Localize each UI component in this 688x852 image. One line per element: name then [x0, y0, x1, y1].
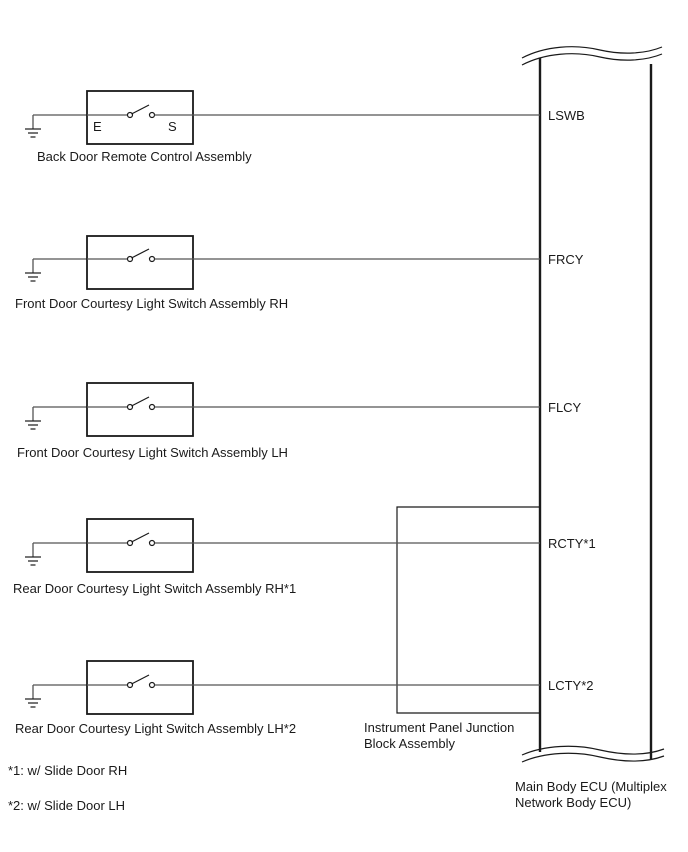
ecu-terminal-label: FLCY: [548, 400, 582, 415]
junction-block-label-line2: Block Assembly: [364, 736, 456, 751]
switch-box-1: [86, 235, 194, 290]
junction-block-label-line1: Instrument Panel Junction: [364, 720, 514, 735]
switch-blade-icon: [131, 396, 150, 407]
ecu-terminal-label: RCTY*1: [548, 536, 596, 551]
component-label: Rear Door Courtesy Light Switch Assembly…: [15, 721, 296, 736]
ecu-break-bottom-upper: [521, 745, 665, 756]
ecu-terminal-label: FRCY: [548, 252, 584, 267]
switch-contact-icon: [126, 403, 134, 411]
switch-contact-icon: [126, 255, 134, 263]
ecu-label-line1: Main Body ECU (Multiplex: [515, 779, 667, 794]
switch-box-2: [86, 382, 194, 437]
switch-box-4: [86, 660, 194, 715]
component-label: Front Door Courtesy Light Switch Assembl…: [15, 296, 288, 311]
component-label: Back Door Remote Control Assembly: [37, 149, 252, 164]
switch-contact-icon: [126, 681, 134, 689]
switch-contact-icon: [148, 255, 156, 263]
switch-blade-icon: [131, 532, 150, 543]
switch-box-0: [86, 90, 194, 145]
component-label: Front Door Courtesy Light Switch Assembl…: [17, 445, 288, 460]
switch-blade-icon: [131, 674, 150, 685]
component-label: Rear Door Courtesy Light Switch Assembly…: [13, 581, 296, 596]
switch-blade-icon: [131, 248, 150, 259]
switch-contact-icon: [126, 539, 134, 547]
switch-box-3: [86, 518, 194, 573]
switch-contact-icon: [126, 111, 134, 119]
footnote-2: *2: w/ Slide Door LH: [8, 798, 125, 813]
ecu-break-top-upper: [521, 46, 663, 59]
instrument-panel-junction-block: [396, 506, 540, 714]
switch-contact-icon: [148, 681, 156, 689]
switch-contact-icon: [148, 111, 156, 119]
circuits-group: E S LSWB Back Door Remote Control AssemblyF…: [13, 90, 596, 736]
switch-contact-icon: [148, 539, 156, 547]
pin-label-right: S: [168, 119, 177, 134]
ecu-break-top-lower: [521, 53, 663, 66]
switch-blade-icon: [131, 104, 150, 115]
switch-contact-icon: [148, 403, 156, 411]
footnote-1: *1: w/ Slide Door RH: [8, 763, 127, 778]
ecu-break-bottom-lower: [521, 752, 665, 763]
main-body-ecu: [521, 46, 665, 763]
ecu-terminal-label: LSWB: [548, 108, 585, 123]
ecu-label-line2: Network Body ECU): [515, 795, 631, 810]
pin-label-left: E: [93, 119, 102, 134]
ecu-terminal-label: LCTY*2: [548, 678, 594, 693]
